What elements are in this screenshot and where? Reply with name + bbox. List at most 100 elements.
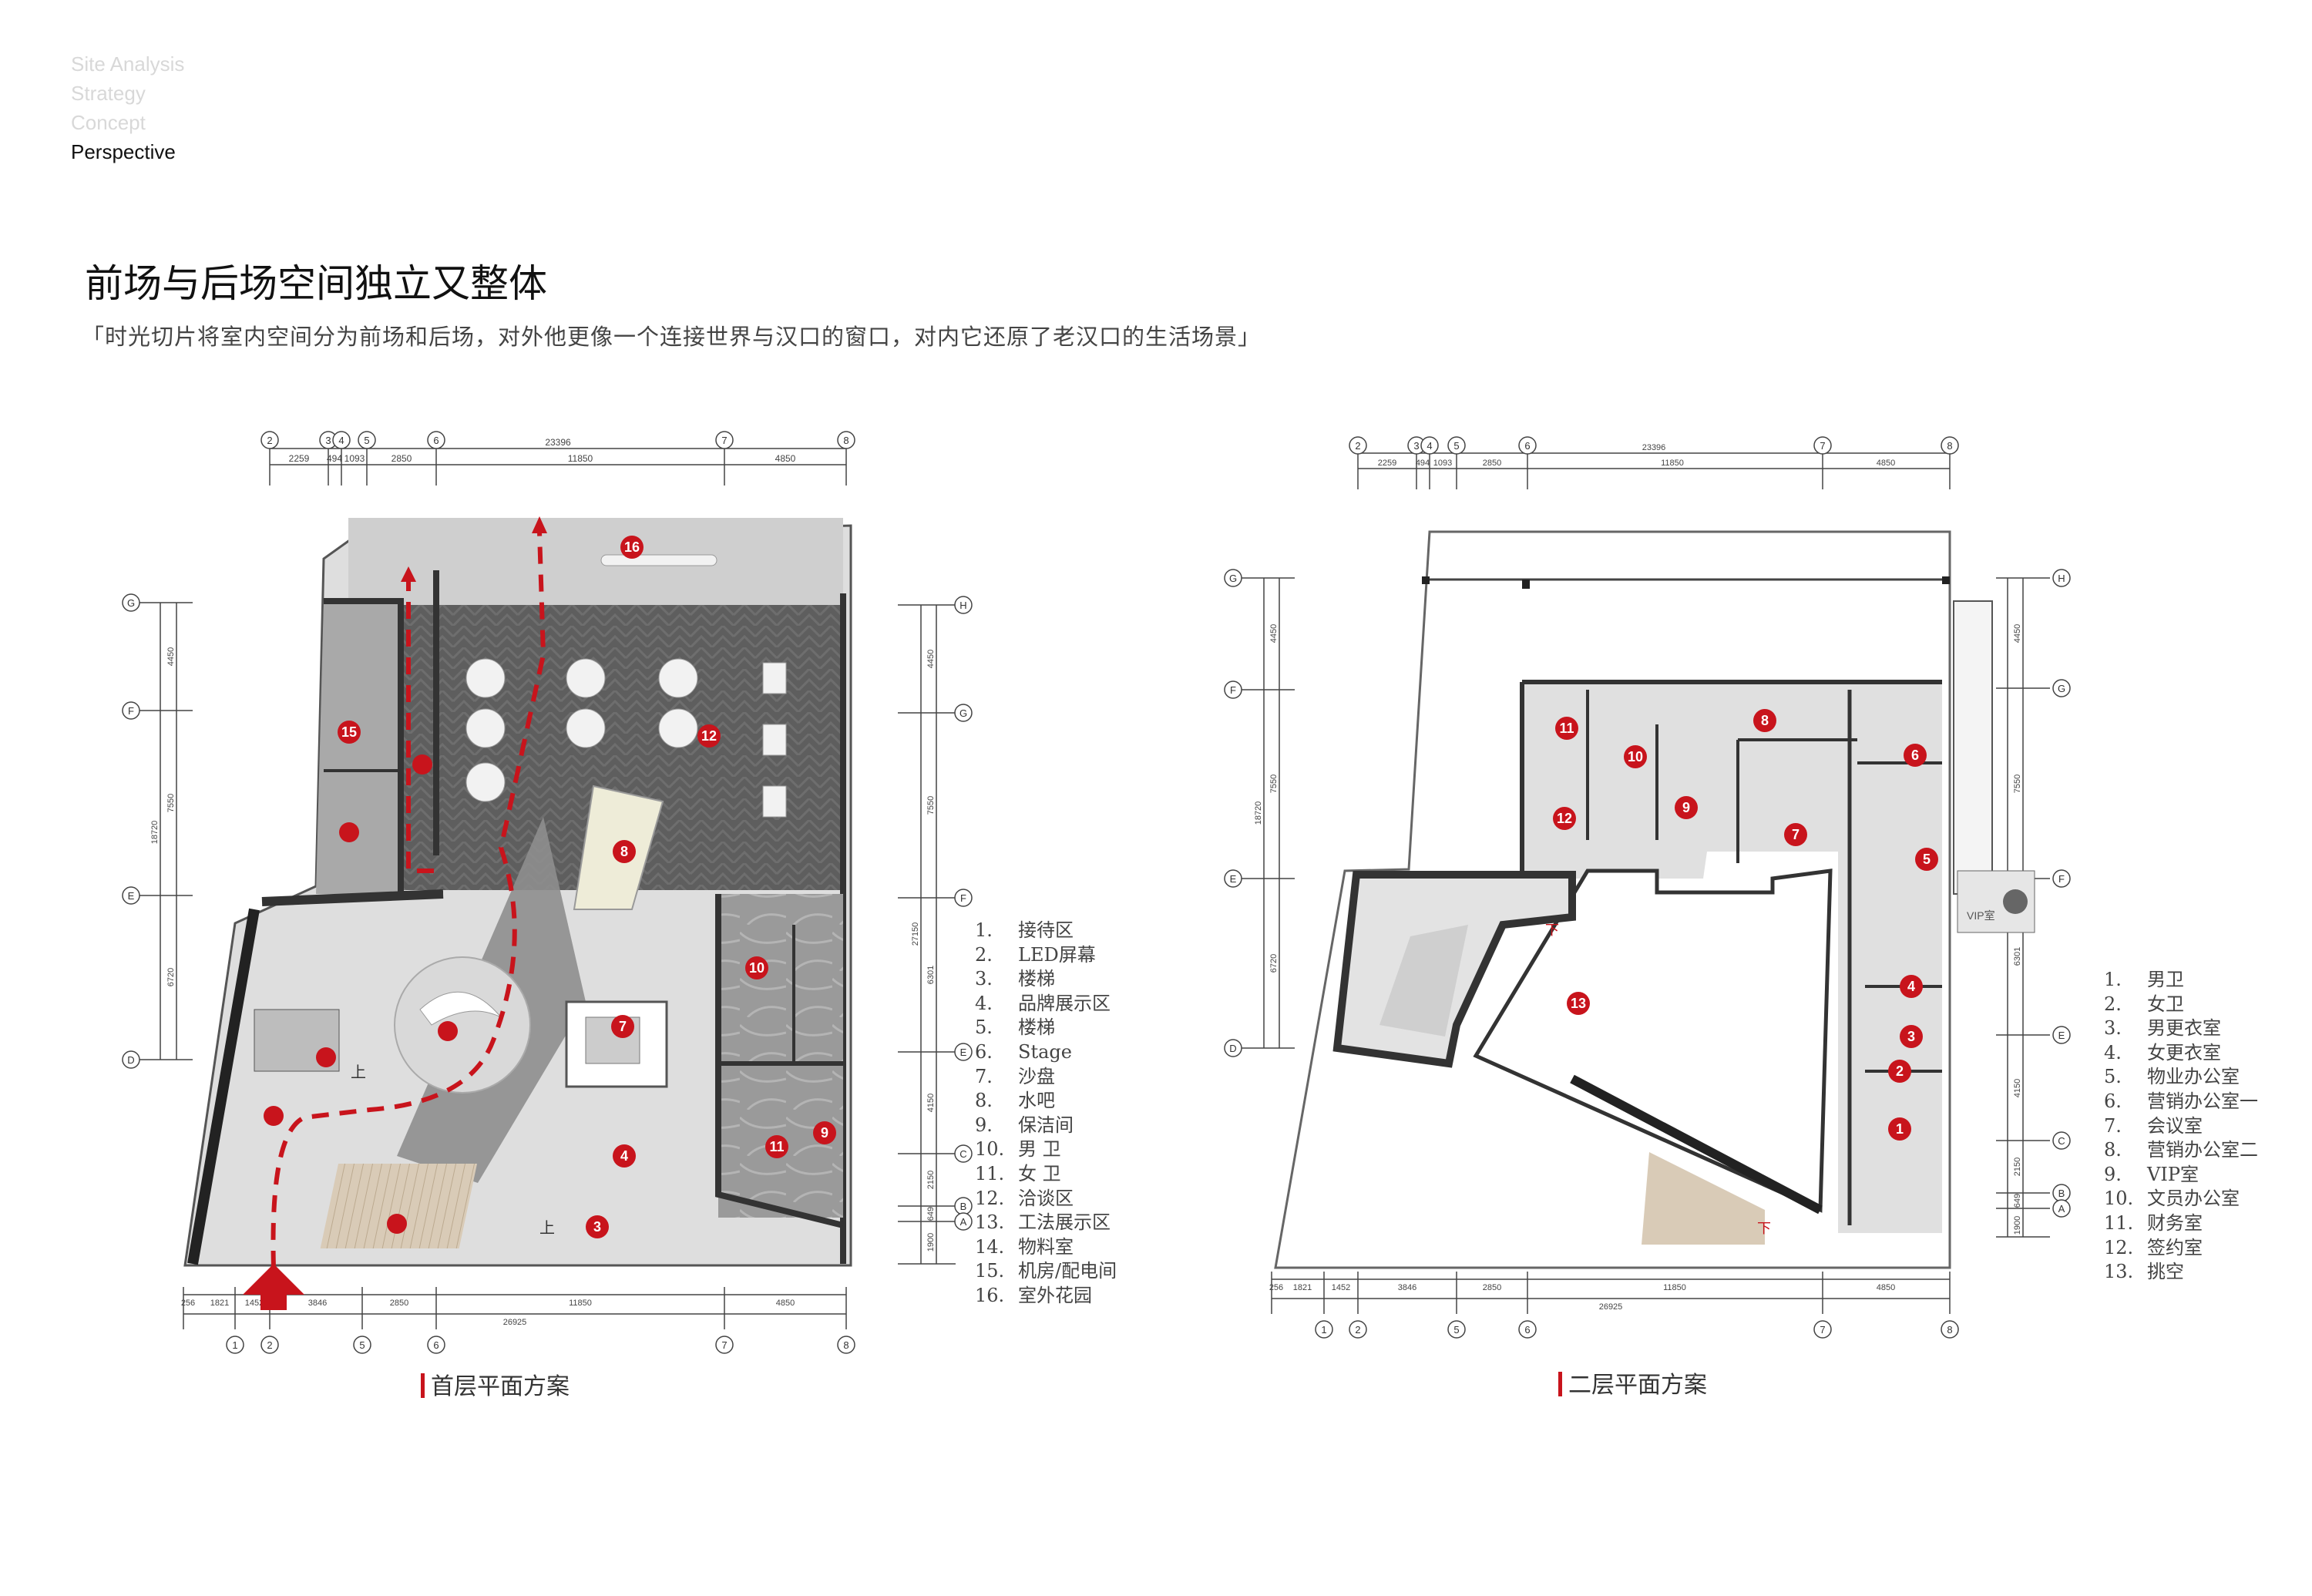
floor1-axis-label: G [127, 597, 135, 609]
floor1-axis-label: H [959, 600, 966, 611]
floor1-room-markers [338, 536, 836, 1238]
floor1-right-dim: 1900 [926, 1233, 936, 1252]
legend-item: 2.女卫 [2104, 993, 2184, 1015]
legend-item: 7.会议室 [2104, 1114, 2203, 1137]
floor1-axis-label: 8 [843, 1339, 849, 1351]
nav-item-strategy[interactable]: Strategy [71, 82, 146, 105]
entrance-arrow-icon [243, 1264, 304, 1310]
room-number: 16 [624, 539, 640, 555]
floor1-top-dim: 494 [327, 453, 342, 464]
floor1-axis-label: 3 [325, 435, 331, 446]
floor1-axis-label: 1 [232, 1339, 237, 1351]
floor1-bottom-dim: 4850 [776, 1299, 795, 1308]
floor1-left-dim: 7550 [166, 794, 176, 812]
floor1-bottom-dim: 1452 [245, 1299, 264, 1308]
floor1-axis-label: 4 [338, 435, 344, 446]
page-subtitle: 「时光切片将室内空间分为前场和后场，对外他更像一个连接世界与汉口的窗口，对内它还… [82, 324, 1262, 350]
floor1-axis-label: F [960, 892, 966, 904]
floor1-right-dim: 7550 [926, 796, 936, 815]
room-number: 12 [701, 728, 717, 744]
floor1-top-dim: 4850 [775, 453, 796, 464]
legend-item: 13.挑空 [2104, 1261, 2184, 1283]
floor1-caption: 首层平面方案 [421, 1367, 570, 1401]
legend-item: 16.室外花园 [975, 1284, 1092, 1306]
floor1-axis-label: E [960, 1047, 967, 1058]
floor1-axis-label: 6 [433, 1339, 439, 1351]
floor1-bottom-total: 26925 [503, 1318, 527, 1327]
floor1-bottom-dim: 256 [181, 1299, 195, 1308]
floor1-bottom-dim: 2850 [390, 1299, 408, 1308]
floor1-axis-label: C [959, 1148, 966, 1160]
legend-item: 6.营销办公室一 [2104, 1090, 2258, 1112]
floor1-circulation-path [271, 531, 546, 1268]
floor1-axis-label: 5 [359, 1339, 365, 1351]
section-nav: Site Analysis Strategy Concept Perspecti… [71, 49, 184, 166]
legend-item: 3.男更衣室 [2104, 1017, 2221, 1040]
room-number: 4 [620, 1148, 628, 1164]
floor1-axis-label: 7 [721, 435, 727, 446]
legend-item: 4.女更衣室 [2104, 1041, 2221, 1063]
floor1-right-dim: 4150 [926, 1094, 936, 1112]
floor1-axis-label: B [960, 1201, 967, 1212]
nav-item-site-analysis[interactable]: Site Analysis [71, 52, 185, 76]
floor1-axis-label: 7 [721, 1339, 727, 1351]
floor1-right-dim: 2150 [926, 1171, 936, 1189]
floor2-legend: 1.男卫 2.女卫 3.男更衣室 4.女更衣室 5.物业办公室 6.营销办公室一… [2104, 968, 2258, 1285]
floor1-axis-label: 5 [364, 435, 369, 446]
floor1-axis-label: 6 [433, 435, 439, 446]
floor1-left-dim: 4450 [166, 647, 176, 666]
legend-item: 6.Stage [975, 1040, 1072, 1063]
legend-item: 11.女 卫 [975, 1162, 1061, 1184]
legend-item: 10.男 卫 [975, 1138, 1061, 1161]
floor1-top-axes [260, 431, 855, 449]
floor1-top-dim: 2259 [289, 453, 310, 464]
legend-item: 5.物业办公室 [2104, 1066, 2240, 1088]
floor1-axis-label: F [128, 705, 134, 717]
floor1-axis-label: E [128, 890, 135, 902]
floor1-axis-label: 2 [267, 435, 272, 446]
nav-item-concept[interactable]: Concept [71, 111, 146, 134]
floor1-axis-label: 8 [843, 435, 849, 446]
floor1-right-dimensions [898, 604, 956, 1265]
floor1-bottom-dim: 11850 [569, 1299, 592, 1308]
floor1-axis-label: A [960, 1216, 967, 1228]
legend-item: 2.LED屏幕 [975, 943, 1096, 966]
floor1-left-dimensions [139, 602, 193, 1060]
legend-item: 12.洽谈区 [975, 1187, 1074, 1209]
legend-item: 3.楼梯 [975, 968, 1055, 990]
legend-item: 13.工法展示区 [975, 1211, 1111, 1234]
floor1-axis-label: D [127, 1054, 134, 1066]
room-number: 10 [749, 960, 765, 976]
floor1-top-dim: 11850 [568, 453, 593, 464]
room-number: 15 [341, 724, 357, 740]
legend-item: 1.男卫 [2104, 969, 2184, 990]
legend-item: 14.物料室 [975, 1235, 1074, 1258]
floor1-top-total: 23396 [545, 437, 571, 448]
room-number: 8 [620, 844, 628, 859]
floor1-left-dim: 6720 [166, 968, 176, 986]
page-title: 前场与后场空间独立又整体 [85, 261, 547, 306]
floor1-right-dim: 6301 [926, 966, 936, 984]
stair-label: 上 [539, 1219, 555, 1237]
legend-item: 1.接待区 [975, 919, 1074, 941]
room-number: 9 [821, 1125, 828, 1141]
legend-item: 12.签约室 [2104, 1236, 2203, 1258]
toilet-block [718, 894, 843, 1218]
nav-item-perspective[interactable]: Perspective [71, 140, 176, 163]
floor1-building [183, 518, 852, 1267]
legend-item: 8.水吧 [975, 1090, 1055, 1112]
legend-item: 7.沙盘 [975, 1065, 1055, 1087]
room-number: 7 [619, 1019, 627, 1034]
floor1-top-dimensions [269, 443, 847, 486]
stair-label: 上 [351, 1063, 366, 1081]
floor1-bottom-dim: 1821 [210, 1299, 229, 1308]
floor1-axis-label: 2 [267, 1339, 272, 1351]
legend-item: 5.楼梯 [975, 1016, 1055, 1039]
floor1-top-dim: 1093 [344, 453, 365, 464]
legend-item: 4.品牌展示区 [975, 992, 1111, 1014]
room-number: 11 [769, 1139, 784, 1154]
floor1-right-total: 27150 [911, 922, 920, 946]
floor2-caption: 二层平面方案 [1558, 1366, 1707, 1399]
floor1-right-dim: 4450 [926, 650, 936, 668]
